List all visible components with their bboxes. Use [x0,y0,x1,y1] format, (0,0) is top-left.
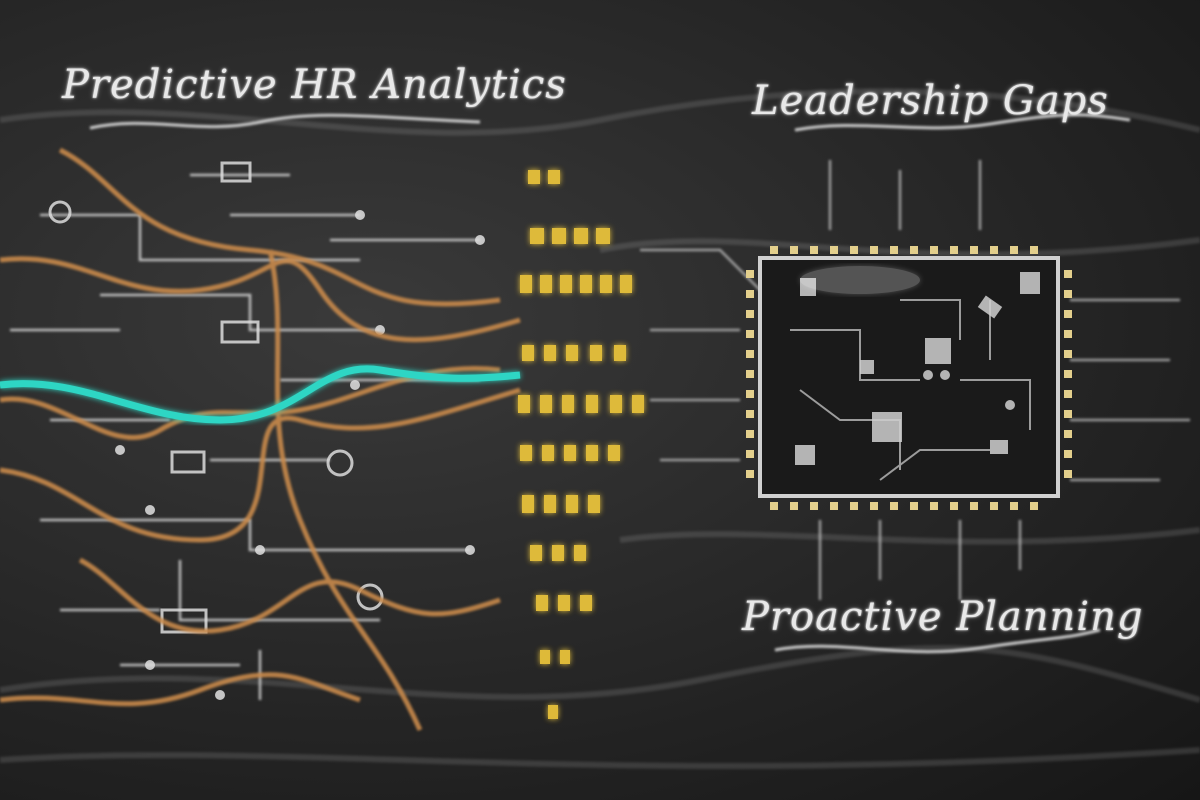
label-leadership-gaps: Leadership Gaps [752,78,1109,124]
label-proactive-planning: Proactive Planning [742,594,1144,640]
microchip-icon [746,246,1072,510]
label-predictive-hr-analytics: Predictive HR Analytics [62,62,567,108]
